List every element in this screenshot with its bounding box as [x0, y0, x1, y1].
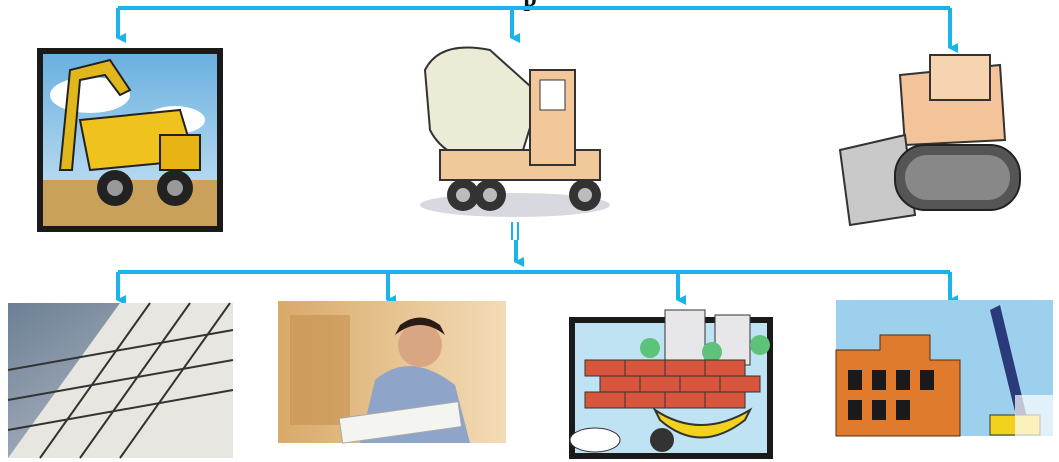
- engineer-on-phone-photo: [278, 301, 506, 444]
- crane-building-icon: [835, 300, 1053, 437]
- bulldozer-icon: [838, 54, 1021, 227]
- top-connector: [116, 6, 958, 53]
- bottom-connector: [116, 222, 958, 305]
- dump-truck-excavator-icon: [37, 48, 223, 232]
- bricks-wheelbarrow-icon: [569, 309, 773, 459]
- cement-mixer-truck-icon: [420, 46, 610, 217]
- scaffolding-building-photo: [7, 302, 234, 459]
